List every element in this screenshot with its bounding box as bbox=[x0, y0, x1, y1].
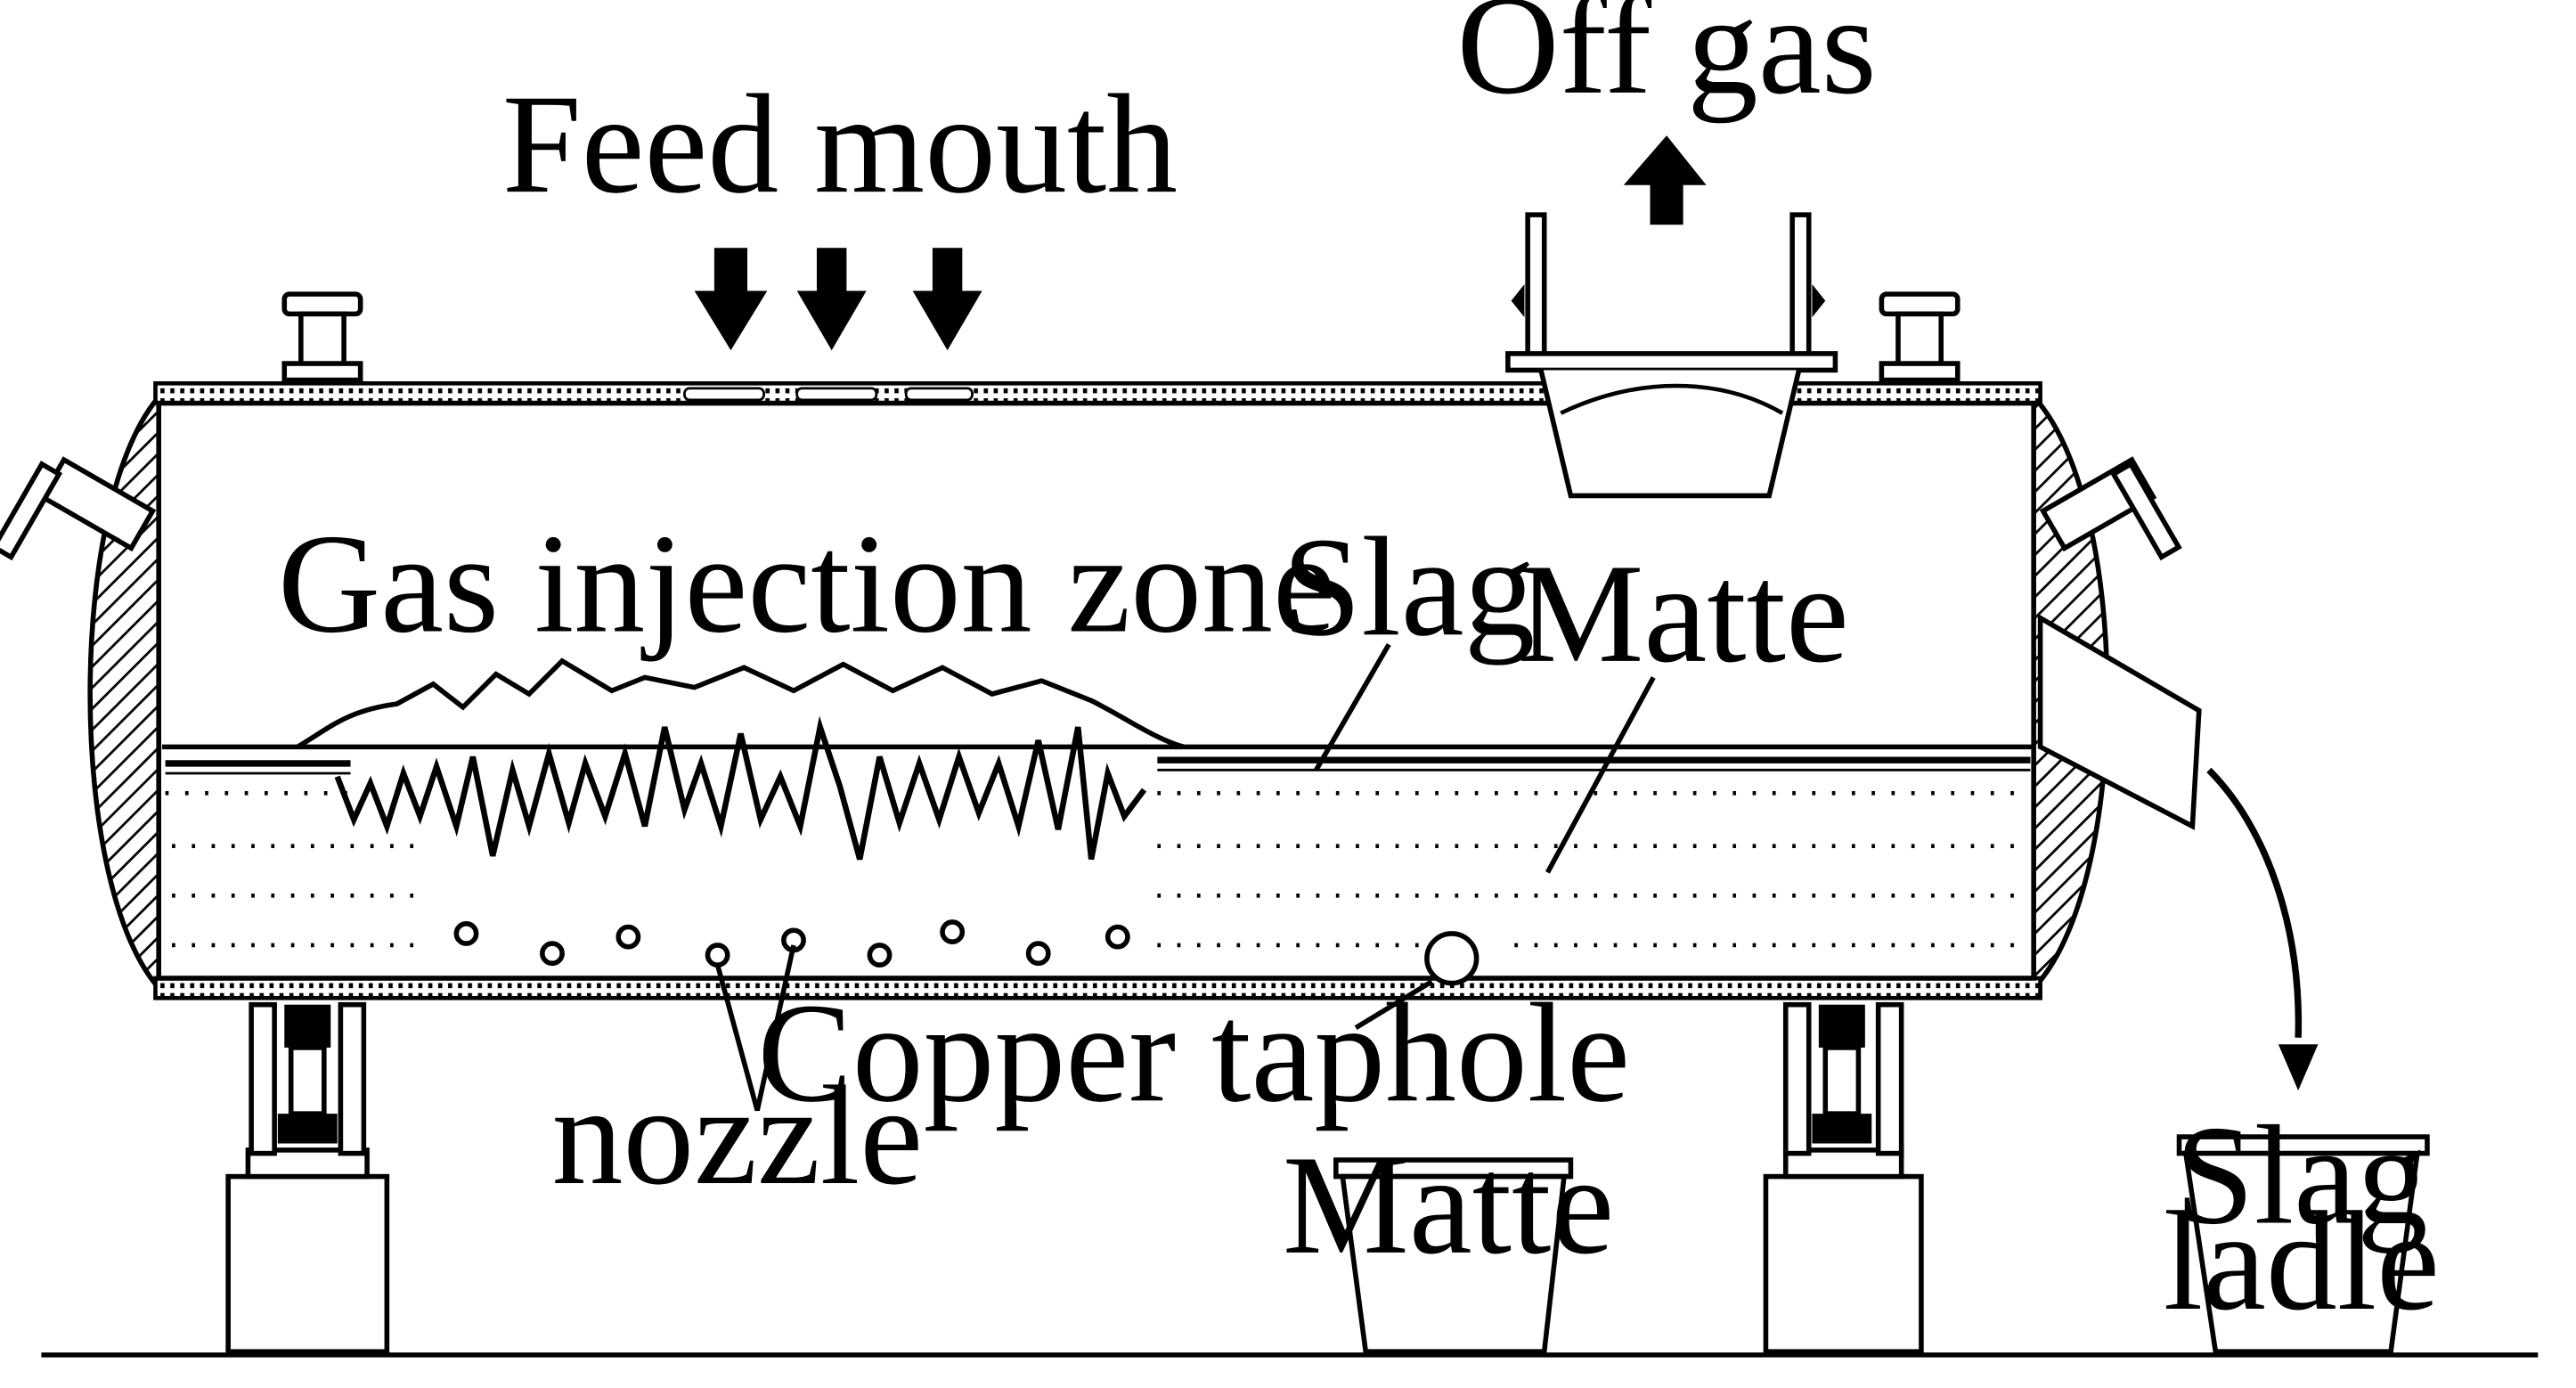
right-side-port bbox=[2039, 456, 2182, 561]
copper-taphole bbox=[1424, 931, 1480, 986]
feed-arrows bbox=[694, 248, 982, 351]
matte-pot-label: Matte bbox=[1283, 1126, 1614, 1284]
slag-leader bbox=[1314, 642, 1391, 772]
nozzle-label: nozzle bbox=[552, 1057, 924, 1214]
feed-openings bbox=[683, 387, 974, 402]
gas-injection-zone-label: Gas injection zone bbox=[278, 505, 1336, 663]
matte-leader bbox=[1545, 676, 1656, 874]
taphole-leader bbox=[1354, 979, 1433, 1031]
slag-ladle bbox=[2176, 1134, 2430, 1354]
nozzle-bubbles bbox=[453, 919, 1130, 968]
off-gas-arrow bbox=[1623, 135, 1707, 225]
slag-ladle-label-line1: Slag bbox=[2175, 1097, 2428, 1254]
right-support bbox=[1763, 1001, 1924, 1354]
slag-spout bbox=[2037, 613, 2202, 830]
left-support bbox=[225, 1001, 390, 1354]
slag-layer bbox=[161, 744, 2034, 775]
nozzle-leader bbox=[714, 944, 796, 1112]
gas-zone-turbulence bbox=[334, 715, 1147, 861]
off-gas-hood bbox=[1505, 212, 1838, 499]
slag-flow-arrow bbox=[2206, 767, 2303, 1038]
copper-taphole-label: Copper taphole bbox=[757, 974, 1630, 1131]
gas-zone-surface bbox=[296, 657, 1185, 750]
matte-bath-label: Matte bbox=[1517, 535, 1848, 692]
matte-pot bbox=[1333, 1157, 1574, 1354]
left-end-cap bbox=[87, 387, 165, 998]
left-top-valve bbox=[281, 291, 363, 383]
left-side-port bbox=[0, 456, 157, 561]
shell-interior bbox=[156, 400, 2036, 981]
slag-label: Slag bbox=[1283, 508, 1536, 665]
right-top-valve bbox=[1879, 291, 1961, 383]
off-gas-label: Off gas bbox=[1456, 0, 1876, 124]
feed-mouth-label: Feed mouth bbox=[502, 65, 1178, 223]
slag-ladle-label-line2: ladle bbox=[2164, 1182, 2440, 1340]
matte-dots bbox=[165, 790, 2031, 948]
